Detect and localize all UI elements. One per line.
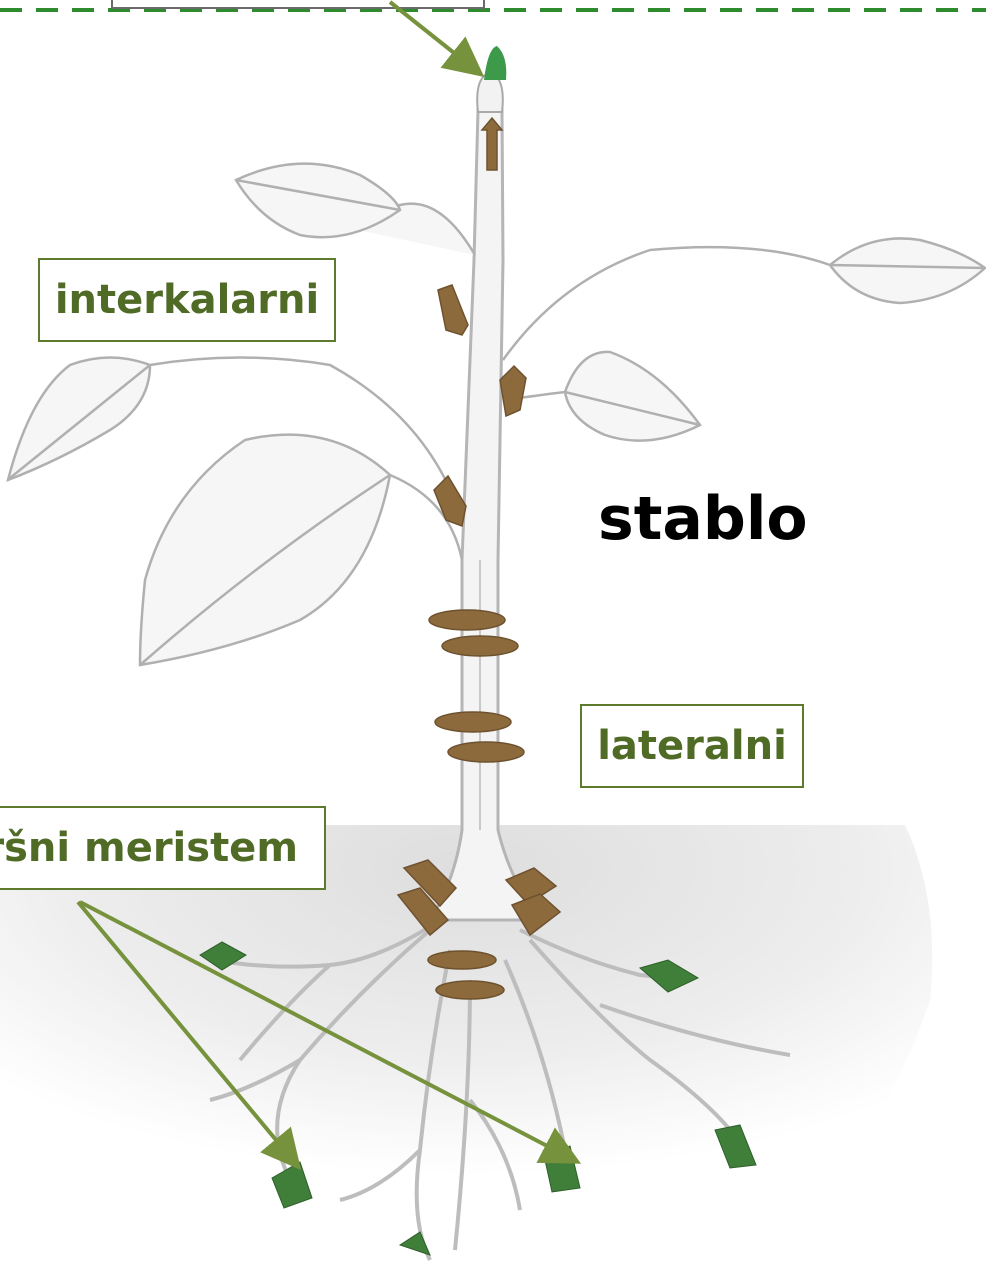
label-vrsni-meristem: ršni meristem	[0, 806, 326, 890]
apical-meristem-tip	[477, 46, 506, 112]
label-stablo: stablo	[598, 484, 808, 554]
label-vrsni-meristem-text: ršni meristem	[0, 825, 298, 871]
label-interkalarni: interkalarni	[38, 258, 336, 342]
label-lateralni: lateralni	[580, 704, 804, 788]
label-interkalarni-text: interkalarni	[55, 277, 319, 323]
top-dashed-rule	[0, 0, 986, 10]
label-lateralni-text: lateralni	[597, 723, 787, 769]
